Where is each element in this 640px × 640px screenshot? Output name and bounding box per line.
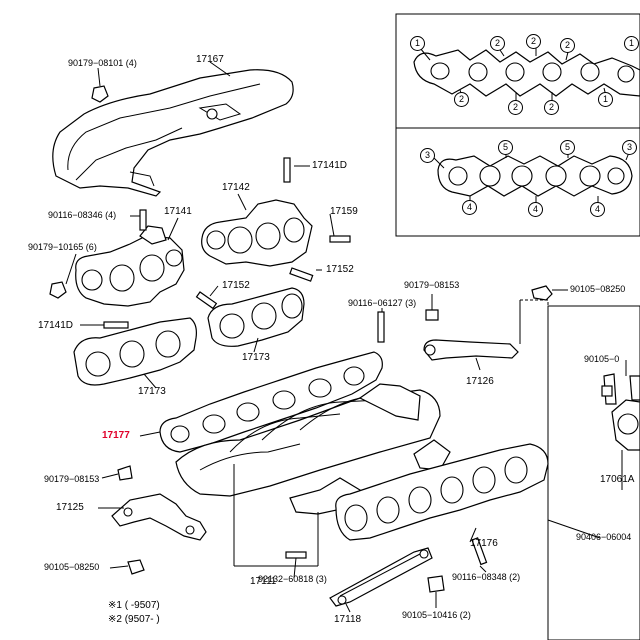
circle-label-4: 4 bbox=[528, 202, 543, 217]
label-90105-08250-top: 90105−08250 bbox=[570, 284, 626, 294]
circle-label-2: 2 bbox=[454, 92, 469, 107]
circle-label-4: 4 bbox=[590, 202, 605, 217]
fasteners bbox=[49, 85, 613, 593]
label-90116-08348: 90116−08348 (2) bbox=[452, 572, 521, 582]
label-90179-08101: 90179−08101 (4) bbox=[68, 58, 137, 68]
label-17141: 17141 bbox=[164, 206, 192, 217]
label-17177-highlight: 17177 bbox=[102, 430, 130, 441]
inset-box-right bbox=[547, 305, 640, 640]
bracket-17125 bbox=[111, 493, 207, 541]
stay-17118 bbox=[329, 547, 433, 607]
label-92132-60818: 92132−60818 (3) bbox=[258, 574, 327, 584]
label-90105-10416: 90105−10416 (2) bbox=[402, 610, 471, 620]
circle-label-3: 3 bbox=[622, 140, 637, 155]
label-90179-08153-top: 90179−08153 bbox=[404, 280, 460, 290]
bracket-17126 bbox=[423, 339, 519, 361]
note-2: ※2 (9507- ) bbox=[108, 614, 160, 625]
note-1: ※1 ( -9507) bbox=[108, 600, 160, 611]
label-17167: 17167 bbox=[196, 54, 224, 65]
label-90116-08346: 90116−08346 (4) bbox=[48, 210, 117, 220]
label-17152-b: 17152 bbox=[222, 280, 250, 291]
exhaust-manifold-right bbox=[201, 199, 313, 267]
label-17111: 17111 bbox=[250, 576, 277, 587]
circle-label-5: 5 bbox=[498, 140, 513, 155]
label-17176: 17176 bbox=[470, 538, 498, 549]
label-90179-10165: 90179−10165 (6) bbox=[28, 242, 97, 252]
circle-label-2: 2 bbox=[526, 34, 541, 49]
label-17173-b: 17173 bbox=[138, 386, 166, 397]
circle-label-5: 5 bbox=[560, 140, 575, 155]
circle-label-2: 2 bbox=[508, 100, 523, 115]
heat-insulator bbox=[52, 69, 294, 197]
circle-label-4: 4 bbox=[462, 200, 477, 215]
label-17152-a: 17152 bbox=[326, 264, 354, 275]
label-17126: 17126 bbox=[466, 376, 494, 387]
label-90105-side: 90105−0 bbox=[584, 354, 620, 364]
gasket-17173-left bbox=[73, 317, 197, 386]
label-17173-a: 17173 bbox=[242, 352, 270, 363]
circle-label-1: 1 bbox=[624, 36, 639, 51]
label-90406-06004: 90406−06004 bbox=[576, 532, 632, 542]
circle-label-2: 2 bbox=[490, 36, 505, 51]
label-17159: 17159 bbox=[330, 206, 358, 217]
circle-label-3: 3 bbox=[420, 148, 435, 163]
valve-17061A bbox=[603, 373, 640, 451]
label-90116-06127: 90116−06127 (3) bbox=[348, 298, 417, 308]
circle-label-2: 2 bbox=[560, 38, 575, 53]
label-17141d-top: 17141D bbox=[312, 160, 348, 171]
exhaust-manifold-left bbox=[75, 225, 185, 307]
gasket-17176 bbox=[335, 443, 549, 541]
label-17125: 17125 bbox=[56, 502, 84, 513]
label-17061a: 17061A bbox=[600, 474, 635, 485]
label-90105-08250-bottom: 90105−08250 bbox=[44, 562, 100, 572]
inset-gasket-a bbox=[413, 49, 640, 97]
label-17142: 17142 bbox=[222, 182, 250, 193]
inset-box-gasket-b bbox=[395, 127, 640, 237]
circle-label-1: 1 bbox=[410, 36, 425, 51]
label-90179-08153-bottom: 90179−08153 bbox=[44, 474, 100, 484]
gasket-17173-right bbox=[207, 287, 305, 347]
gasket-17177 bbox=[159, 351, 383, 453]
label-17118: 17118 bbox=[334, 614, 362, 625]
label-17141d-bottom: 17141D bbox=[38, 320, 74, 331]
inset-gasket-b bbox=[437, 155, 633, 197]
circle-label-1: 1 bbox=[598, 92, 613, 107]
circle-label-2: 2 bbox=[544, 100, 559, 115]
leader-lines bbox=[65, 61, 627, 613]
